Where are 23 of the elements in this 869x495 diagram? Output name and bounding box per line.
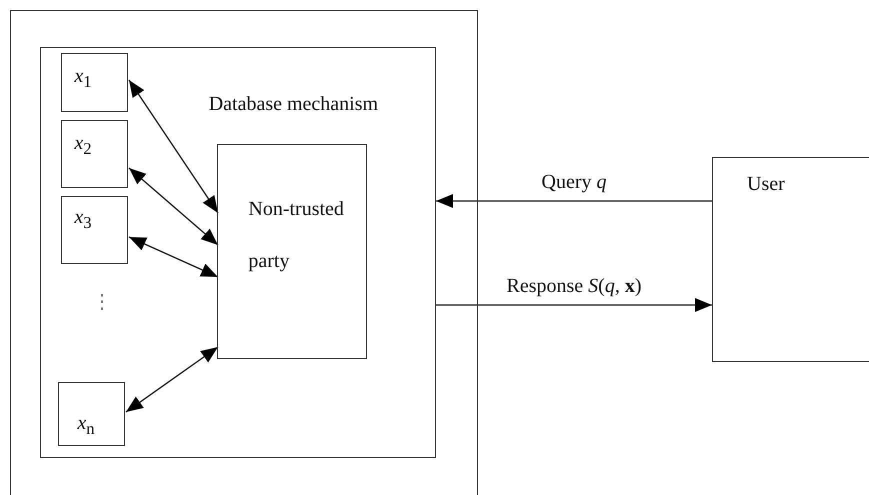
arrow xyxy=(128,168,218,246)
arrow xyxy=(436,194,712,208)
process-box xyxy=(61,120,128,188)
process-box xyxy=(61,196,128,264)
arrow xyxy=(128,80,219,214)
empty-box xyxy=(10,10,478,495)
process-box xyxy=(61,53,128,112)
node-label: x$_{n}$ xyxy=(77,411,95,440)
node-label: Database mechanism xyxy=(208,92,378,116)
process-box xyxy=(40,46,436,458)
arrow xyxy=(128,236,218,278)
vertical-ellipsis: ⋮ xyxy=(92,290,112,314)
arrow xyxy=(126,346,218,413)
node-label: x$_{3}$ xyxy=(74,205,92,234)
process-box xyxy=(712,157,869,362)
node-label: User xyxy=(747,172,785,196)
node-label: Non-trusted party xyxy=(248,197,345,274)
node-label: x$_{2}$ xyxy=(74,131,92,160)
node-label: x$_{1}$ xyxy=(74,64,92,92)
arrow xyxy=(436,298,712,312)
edge-label: Response S(q, x) xyxy=(504,275,644,298)
process-box xyxy=(217,144,368,360)
process-box xyxy=(58,382,126,446)
